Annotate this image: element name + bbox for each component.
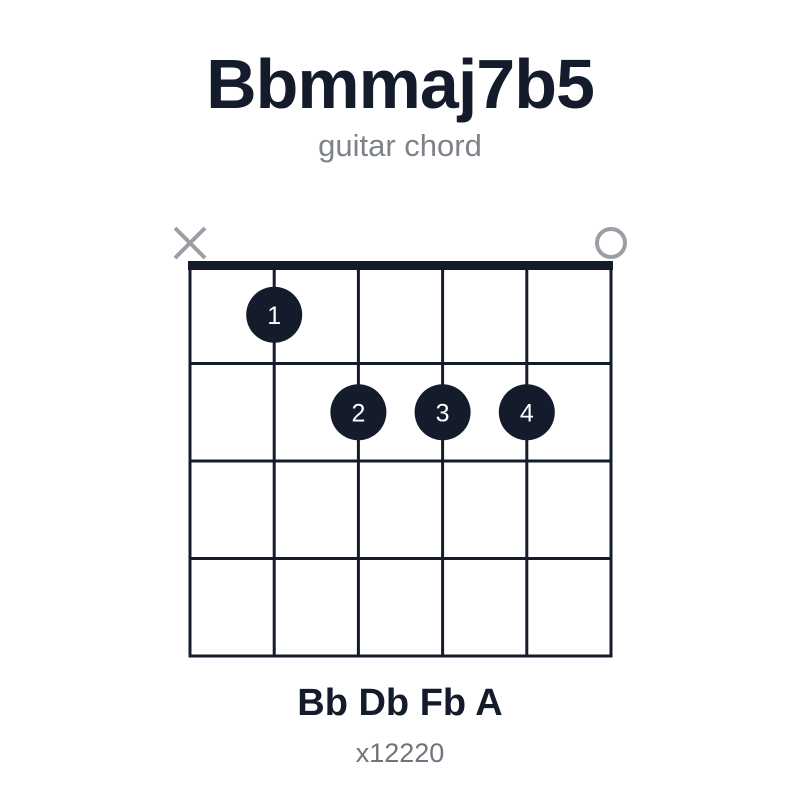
muted-string-icon — [173, 226, 207, 260]
chord-title: Bbmmaj7b5 — [206, 45, 595, 123]
chord-notes: Bb Db Fb A — [297, 682, 503, 724]
chord-fingering: x12220 — [355, 738, 445, 768]
finger-dot: 2 — [330, 384, 387, 441]
fretboard-grid — [188, 261, 613, 658]
open-string-icon — [595, 227, 627, 259]
finger-dot: 3 — [414, 384, 471, 441]
finger-dots: 1 2 3 4 — [246, 286, 555, 441]
finger-dot: 4 — [498, 384, 555, 441]
finger-number: 2 — [351, 399, 365, 427]
finger-number: 1 — [267, 302, 281, 330]
finger-number: 3 — [436, 399, 450, 427]
string-markers — [173, 226, 627, 260]
finger-dot: 1 — [246, 286, 303, 343]
chord-subtitle: guitar chord — [318, 128, 482, 163]
nut — [188, 261, 613, 270]
finger-number: 4 — [520, 399, 534, 427]
